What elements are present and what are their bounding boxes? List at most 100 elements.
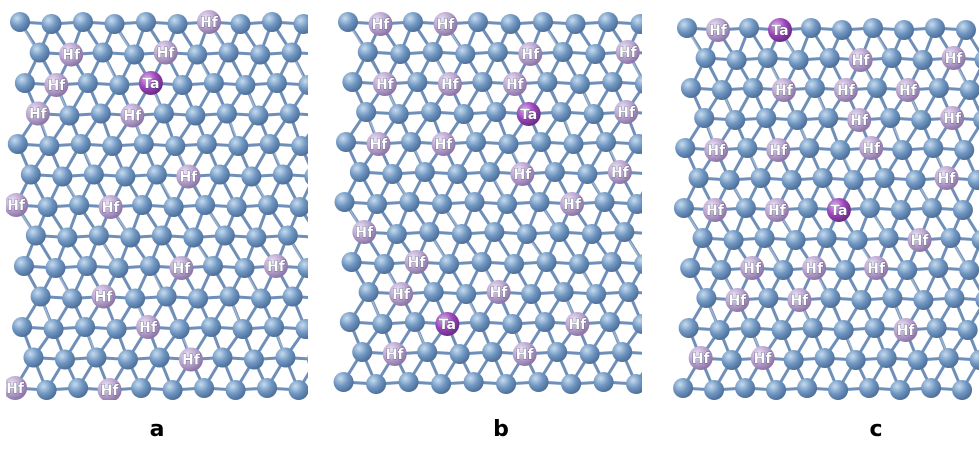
hf-atom bbox=[437, 72, 462, 96]
host-atom bbox=[599, 312, 620, 332]
hf-label: Hf bbox=[852, 53, 871, 69]
ta-label: Ta bbox=[520, 107, 537, 123]
hf-atom bbox=[847, 108, 872, 132]
host-atom bbox=[374, 254, 395, 274]
host-atom bbox=[828, 380, 849, 400]
hf-label: Hf bbox=[437, 17, 456, 33]
host-atom bbox=[818, 108, 839, 128]
host-atom bbox=[108, 258, 129, 278]
ta-atom bbox=[768, 18, 792, 42]
host-atom bbox=[586, 284, 607, 304]
host-atom bbox=[797, 378, 818, 398]
host-atom bbox=[959, 80, 979, 100]
hf-label: Hf bbox=[139, 320, 158, 336]
hf-label: Hf bbox=[769, 143, 788, 159]
hf-label: Hf bbox=[743, 261, 762, 277]
host-atom bbox=[136, 12, 156, 32]
host-atom bbox=[627, 194, 642, 214]
host-atom bbox=[859, 198, 880, 218]
host-atom bbox=[388, 104, 409, 124]
hf-atom bbox=[893, 318, 918, 342]
host-atom bbox=[757, 48, 778, 68]
host-atom bbox=[959, 260, 979, 280]
host-atom bbox=[516, 224, 537, 244]
host-atom bbox=[594, 192, 615, 212]
host-atom bbox=[928, 78, 949, 98]
host-atom bbox=[209, 164, 230, 185]
host-atom bbox=[219, 286, 240, 307]
host-atom bbox=[680, 78, 701, 98]
host-atom bbox=[799, 138, 820, 158]
hf-label: Hf bbox=[619, 45, 638, 61]
hf-atom bbox=[833, 78, 858, 102]
host-atom bbox=[45, 258, 66, 278]
host-atom bbox=[957, 320, 978, 340]
host-atom bbox=[680, 258, 701, 278]
hf-atom bbox=[120, 103, 145, 128]
hf-atom bbox=[6, 193, 29, 217]
hf-atom bbox=[352, 220, 377, 244]
host-atom bbox=[372, 314, 393, 334]
host-atom bbox=[487, 42, 508, 62]
host-atom bbox=[334, 192, 355, 212]
host-atom bbox=[833, 320, 854, 340]
host-atom bbox=[195, 195, 216, 215]
host-atom bbox=[125, 288, 146, 309]
host-atom bbox=[771, 320, 792, 340]
hf-atom bbox=[704, 138, 729, 162]
host-atom bbox=[234, 258, 255, 278]
host-atom bbox=[534, 312, 555, 332]
host-atom bbox=[812, 168, 833, 188]
ta-atom bbox=[435, 312, 460, 336]
host-atom bbox=[298, 75, 308, 95]
host-atom bbox=[531, 132, 552, 152]
host-atom bbox=[293, 14, 308, 34]
host-atom bbox=[333, 372, 354, 392]
hf-atom bbox=[366, 132, 391, 156]
host-atom bbox=[449, 344, 470, 364]
host-atom bbox=[232, 319, 253, 339]
host-atom bbox=[258, 195, 279, 215]
host-atom bbox=[533, 12, 553, 32]
host-atom bbox=[289, 197, 308, 217]
host-atom bbox=[725, 110, 746, 130]
host-atom bbox=[386, 224, 407, 244]
host-atom bbox=[486, 102, 507, 122]
hf-atom bbox=[382, 342, 407, 366]
host-atom bbox=[39, 136, 60, 156]
host-atom bbox=[339, 312, 360, 332]
host-atom bbox=[549, 222, 570, 242]
hf-atom bbox=[771, 78, 796, 102]
hf-label: Hf bbox=[790, 293, 809, 309]
hf-atom bbox=[764, 198, 789, 222]
hf-atom bbox=[934, 166, 959, 190]
host-atom bbox=[250, 44, 271, 65]
hf-label: Hf bbox=[775, 83, 794, 99]
hf-label: Hf bbox=[862, 141, 881, 157]
host-atom bbox=[969, 350, 979, 370]
host-atom bbox=[880, 108, 901, 128]
panel-caption-a: a bbox=[149, 417, 165, 442]
host-atom bbox=[218, 42, 239, 63]
host-atom bbox=[439, 254, 460, 274]
host-atom bbox=[956, 20, 976, 40]
hf-atom bbox=[848, 48, 873, 72]
host-atom bbox=[528, 372, 549, 392]
hf-label: Hf bbox=[101, 383, 120, 399]
host-atom bbox=[282, 286, 303, 307]
host-atom bbox=[14, 73, 35, 93]
host-atom bbox=[88, 225, 109, 246]
host-atom bbox=[921, 198, 942, 218]
hf-label: Hf bbox=[568, 317, 587, 333]
host-atom bbox=[464, 192, 485, 212]
host-atom bbox=[29, 42, 50, 63]
host-atom bbox=[70, 134, 91, 154]
hf-label: Hf bbox=[267, 259, 286, 275]
hf-atom bbox=[136, 315, 161, 339]
host-atom bbox=[297, 258, 308, 278]
host-atom bbox=[76, 256, 97, 276]
hf-atom bbox=[404, 250, 429, 274]
hf-atom bbox=[560, 192, 585, 216]
